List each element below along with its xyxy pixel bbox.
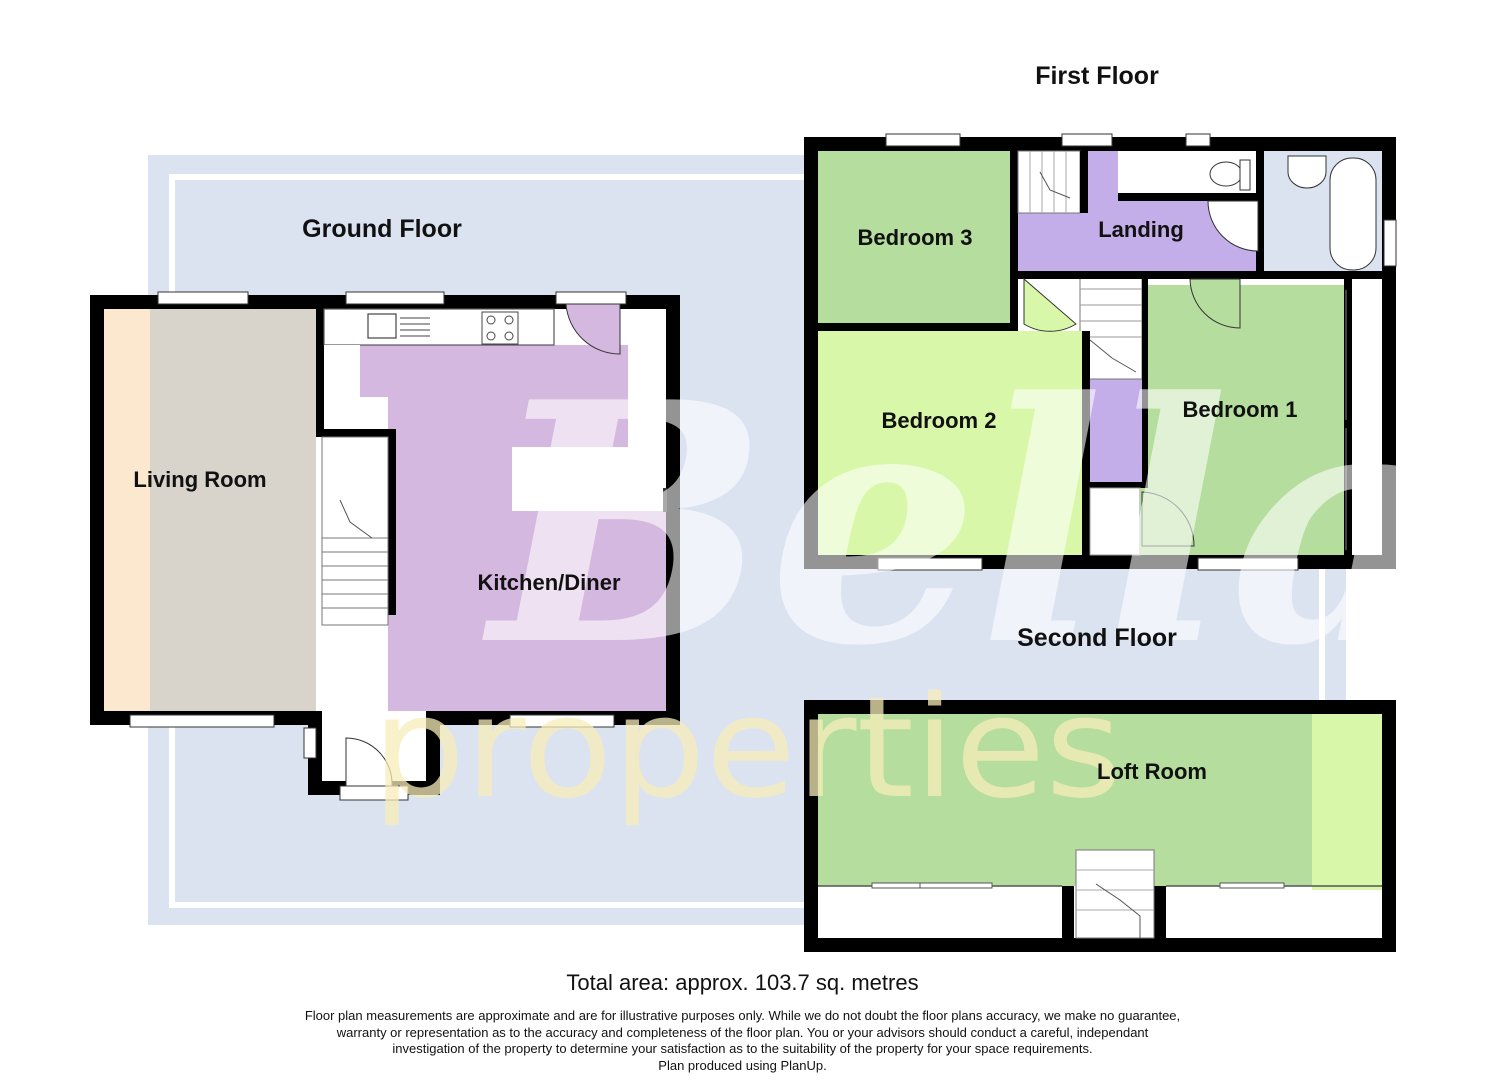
hob-icon — [481, 311, 519, 345]
living-room-label-box: Living Room — [133, 468, 267, 492]
total-area-text: Total area: approx. 103.7 sq. metres — [566, 970, 919, 995]
bath-icon — [1329, 157, 1377, 271]
disclaimer: Floor plan measurements are approximate … — [0, 1008, 1485, 1074]
first-stairs — [1017, 150, 1143, 380]
living-room-label: Living Room — [133, 468, 267, 492]
ground-doors — [339, 291, 667, 801]
bella-watermark: Bella properties — [372, 330, 1443, 830]
bedroom-1-label: Bedroom 1 — [1183, 397, 1298, 422]
bedroom-2-label: Bedroom 2 — [882, 408, 997, 433]
svg-text:properties: properties — [372, 667, 1122, 830]
svg-text:Bella: Bella — [480, 330, 1444, 718]
first-floor-doors — [1023, 277, 1241, 547]
loft-room-label: Loft Room — [1097, 760, 1207, 784]
ground-windows — [129, 291, 615, 759]
second-floor-plan — [804, 700, 1396, 952]
disclaimer-line: Plan produced using PlanUp. — [658, 1057, 827, 1073]
ground-floor-title: Ground Floor — [302, 215, 462, 243]
bathroom — [1118, 151, 1382, 271]
first-floor-windows — [877, 133, 1397, 571]
landing-label: Landing — [1098, 217, 1184, 242]
second-floor-title: Second Floor — [1017, 624, 1177, 652]
disclaimer-line: investigation of the property to determi… — [392, 1041, 1093, 1056]
bedroom-3-area — [818, 151, 1010, 323]
loft-eaves-lines — [818, 882, 1382, 889]
toilet-icon — [1209, 161, 1243, 187]
disclaimer-line: Floor plan measurements are approximate … — [304, 1008, 1181, 1023]
ground-stairs — [321, 436, 389, 626]
disclaimer-line: warranty or representation as to the acc… — [336, 1024, 1149, 1040]
kitchen-diner-label: Kitchen/Diner — [477, 570, 620, 595]
ground-floor-plan — [90, 291, 680, 801]
loft-room-label-box: Loft Room — [1097, 760, 1207, 784]
first-floor-title: First Floor — [1035, 62, 1159, 90]
bedroom-3-label: Bedroom 3 — [858, 225, 973, 250]
bedroom-2-area — [818, 331, 1082, 555]
basin-icon — [1287, 155, 1327, 189]
first-floor-plan — [804, 133, 1397, 571]
sink-icon — [367, 313, 397, 339]
loft-stairs — [1075, 849, 1155, 939]
